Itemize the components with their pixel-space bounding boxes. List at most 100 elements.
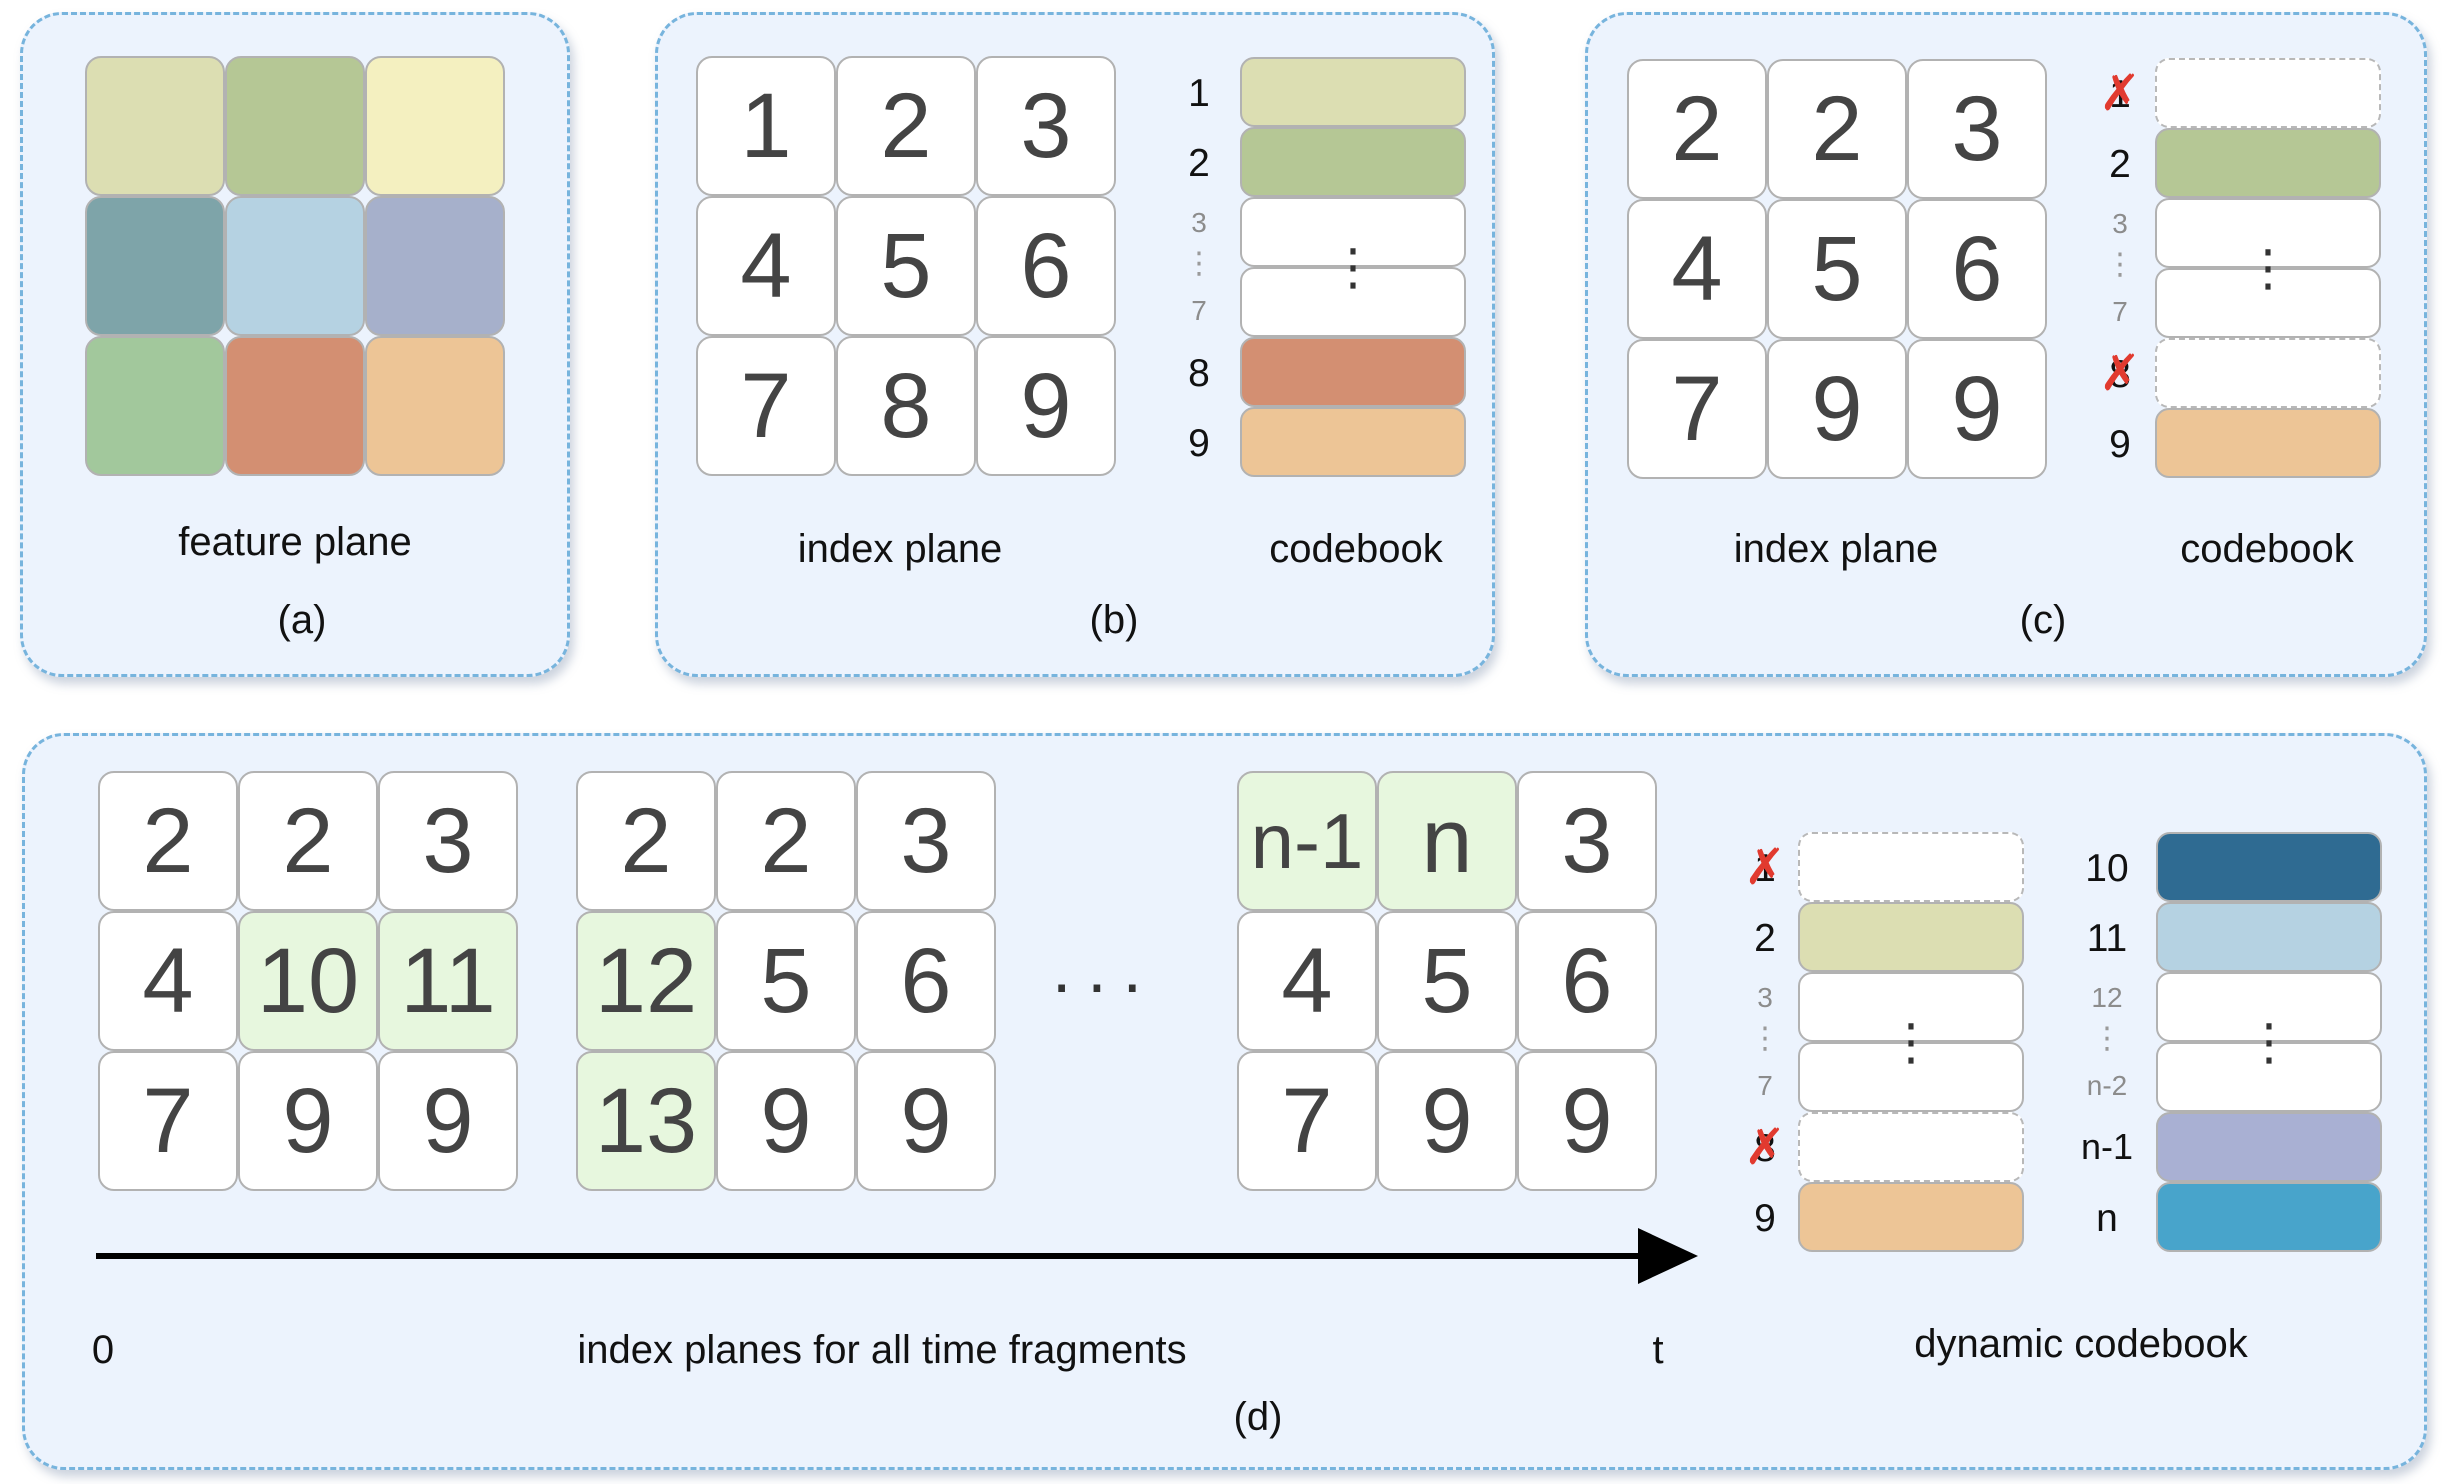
feature-swatch [365, 196, 505, 336]
index-cell: 3 [378, 771, 518, 911]
removed-entry-x-icon: ✗ [2099, 65, 2141, 121]
codebook-entry [1798, 972, 2024, 1042]
index-cell: 5 [716, 911, 856, 1051]
index-cell: 4 [1237, 911, 1377, 1051]
index-cell: 2 [576, 771, 716, 911]
index-cell: 3 [1517, 771, 1657, 911]
codebook-entry [1240, 337, 1466, 407]
codebook-index-label: 3 [1191, 207, 1207, 238]
index-cell: 9 [238, 1051, 378, 1191]
codebook-index-label: 2 [1188, 142, 1210, 185]
codebook-entry [1798, 1182, 2024, 1252]
codebook-index-label: 12 [2091, 982, 2123, 1013]
codebook-entry [2156, 1042, 2382, 1112]
dynamic-codebook-caption: dynamic codebook [1914, 1322, 2248, 1366]
codebook-entry [2156, 832, 2382, 902]
codebook-index-label: 7 [2112, 296, 2128, 327]
panel-b-label: (b) [1089, 598, 1139, 642]
codebook-vertical-ellipsis: ⋮ [2243, 240, 2293, 296]
codebook-index-label: 2 [1754, 917, 1776, 960]
index-cell: 3 [1907, 59, 2047, 199]
codebook-index-label: 3 [1757, 982, 1773, 1013]
index-cell: 7 [696, 336, 836, 476]
index-cell: 2 [1767, 59, 1907, 199]
index-cell: 13 [576, 1051, 716, 1191]
feature-swatch [85, 196, 225, 336]
codebook-index-label: 2 [2109, 143, 2131, 186]
time-ellipsis: ··· [1050, 944, 1156, 1022]
index-cell: 4 [696, 196, 836, 336]
codebook-entry [1240, 197, 1466, 267]
removed-entry-x-icon: ✗ [1744, 839, 1786, 895]
index-cell: 5 [1767, 199, 1907, 339]
index-cell: 9 [976, 336, 1116, 476]
codebook-entry [1240, 127, 1466, 197]
codebook-index-label: 9 [1188, 422, 1210, 465]
index-cell: 2 [98, 771, 238, 911]
codebook-entry [1798, 902, 2024, 972]
index-cell: 9 [1377, 1051, 1517, 1191]
index-cell: 9 [716, 1051, 856, 1191]
index-cell: 9 [1517, 1051, 1657, 1191]
codebook-vertical-ellipsis: ⋮ [1886, 1014, 1936, 1070]
codebook-entry [2155, 338, 2381, 408]
codebook-index-label: n [2096, 1197, 2118, 1240]
panel-c-label: (c) [2019, 598, 2067, 642]
codebook-entry [1240, 267, 1466, 337]
index-cell: 9 [1907, 339, 2047, 479]
index-cell: n [1377, 771, 1517, 911]
index-cell: 12 [576, 911, 716, 1051]
panel-d-label: (d) [1233, 1395, 1283, 1439]
index-cell: 8 [836, 336, 976, 476]
feature-swatch [225, 336, 365, 476]
index-vertical-ellipsis: ⋮ [2092, 1022, 2122, 1055]
feature-swatch [85, 336, 225, 476]
codebook-index-label: 10 [2085, 847, 2129, 890]
codebook-index-label: 1 [1188, 72, 1210, 115]
codebook-entry [1798, 1042, 2024, 1112]
codebook-index-label: 8 [1188, 352, 1210, 395]
index-cell: 4 [98, 911, 238, 1051]
codebook-entry [2156, 902, 2382, 972]
index-cell: 3 [976, 56, 1116, 196]
index-cell: 6 [1907, 199, 2047, 339]
codebook-vertical-ellipsis: ⋮ [1328, 239, 1378, 295]
index-cell: 9 [378, 1051, 518, 1191]
index-plane-caption-c: index plane [1733, 527, 1939, 571]
axis-end-label: t [1652, 1328, 1664, 1372]
codebook-index-label: n-2 [2086, 1070, 2128, 1101]
codebook-entry [2155, 128, 2381, 198]
codebook-entry [2156, 972, 2382, 1042]
index-cell: 6 [856, 911, 996, 1051]
codebook-entry [2156, 1112, 2382, 1182]
codebook-entry [1798, 832, 2024, 902]
codebook-index-label: n-1 [2080, 1126, 2134, 1167]
index-cell: 5 [1377, 911, 1517, 1051]
codebook-entry [2155, 408, 2381, 478]
codebook-caption-c: codebook [2180, 527, 2354, 571]
codebook-entry [2156, 1182, 2382, 1252]
panel-a-label: (a) [277, 598, 327, 642]
codebook-index-label: 7 [1757, 1070, 1773, 1101]
codebook-index-label: 3 [2112, 208, 2128, 239]
index-cell: 5 [836, 196, 976, 336]
removed-entry-x-icon: ✗ [2099, 345, 2141, 401]
index-cell: 7 [1237, 1051, 1377, 1191]
index-cell: 3 [856, 771, 996, 911]
codebook-index-label: 1 [1754, 847, 1776, 890]
codebook-entry [2155, 58, 2381, 128]
codebook-index-label: 9 [2109, 423, 2131, 466]
index-cell: 2 [238, 771, 378, 911]
codebook-entry [1240, 57, 1466, 127]
index-cell: 7 [1627, 339, 1767, 479]
index-cell: 10 [238, 911, 378, 1051]
index-cell: 2 [836, 56, 976, 196]
codebook-index-label: 11 [2086, 917, 2128, 960]
index-cell: 1 [696, 56, 836, 196]
index-cell: 6 [1517, 911, 1657, 1051]
index-vertical-ellipsis: ⋮ [1750, 1022, 1780, 1055]
codebook-index-label: 8 [2109, 353, 2131, 396]
codebook-entry [2155, 198, 2381, 268]
index-cell: n-1 [1237, 771, 1377, 911]
removed-entry-x-icon: ✗ [1744, 1119, 1786, 1175]
